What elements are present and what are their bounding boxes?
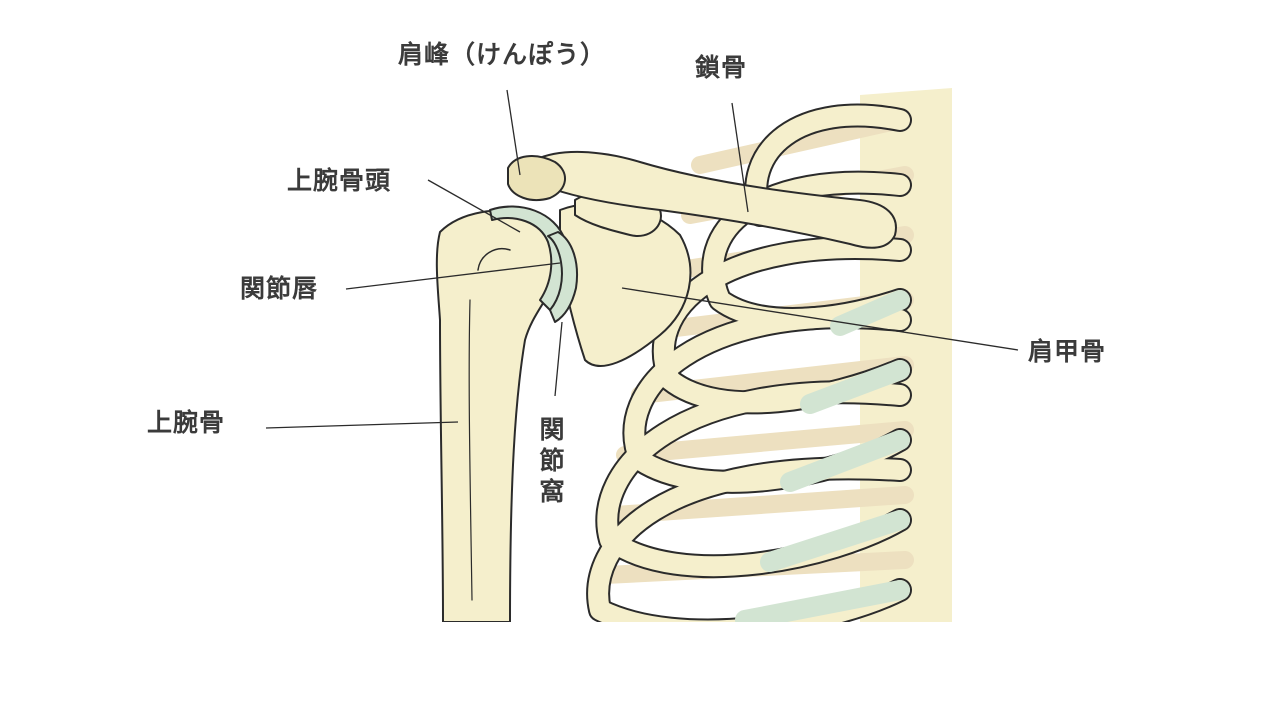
acromion-shape [507,155,566,202]
label-humeral-head: 上腕骨頭 [287,166,392,195]
leader-humeral-head [427,179,521,233]
leader-humerus [265,421,459,429]
leader-glenoid [554,321,563,397]
glenoid-labrum [547,231,578,323]
label-acromion: 肩峰（けんぽう） [398,40,607,69]
leader-acromion [506,89,521,176]
humerus-detail-2 [468,299,473,601]
leader-clavicle [731,102,749,213]
leader-scapula [621,287,1019,351]
label-clavicle: 鎖骨 [695,53,748,82]
label-labrum: 関節唇 [240,274,319,303]
leader-labrum [345,262,561,290]
label-glenoid: 関節窩 [536,416,565,509]
leader-lines [265,89,1019,429]
humerus-detail [477,248,511,271]
label-humerus: 上腕骨 [147,408,226,437]
front-ribs [586,103,912,622]
label-scapula: 肩甲骨 [1028,337,1107,366]
clavicle-shape [530,150,897,249]
